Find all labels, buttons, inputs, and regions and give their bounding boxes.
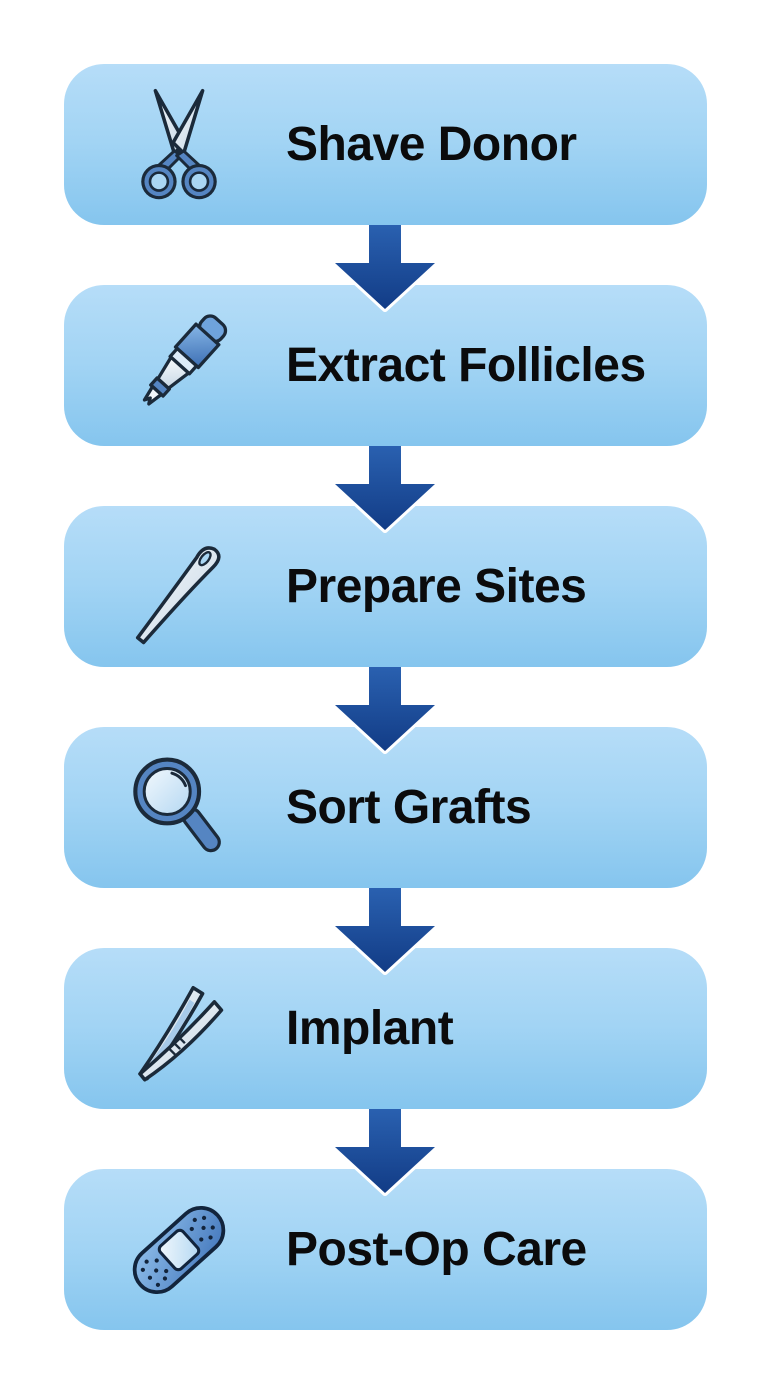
needle-icon <box>120 526 238 648</box>
tweezers-icon <box>120 968 238 1090</box>
magnifier-icon <box>120 747 238 869</box>
step-label: Shave Donor <box>286 118 577 171</box>
step-label: Sort Grafts <box>286 781 532 834</box>
down-arrow-icon <box>325 446 445 534</box>
step-box-shave-donor: Shave Donor <box>64 64 707 225</box>
punch-tool-icon <box>120 305 238 427</box>
step-label: Extract Follicles <box>286 339 646 392</box>
down-arrow-icon <box>325 1109 445 1197</box>
scissors-icon <box>120 84 238 206</box>
step-label: Prepare Sites <box>286 560 587 613</box>
step-label: Implant <box>286 1002 454 1055</box>
down-arrow-icon <box>325 888 445 976</box>
down-arrow-icon <box>325 667 445 755</box>
down-arrow-icon <box>325 225 445 313</box>
step-box-post-op-care: Post-Op Care <box>64 1169 707 1330</box>
step-label: Post-Op Care <box>286 1223 587 1276</box>
bandage-icon <box>120 1189 238 1311</box>
